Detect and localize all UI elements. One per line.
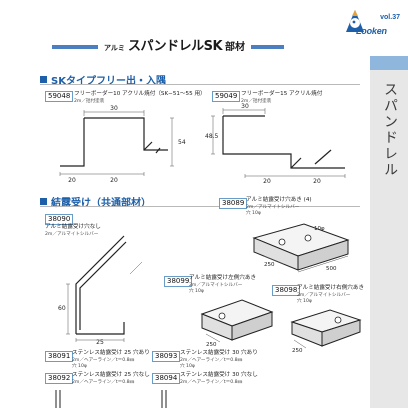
section-joint: 結露受け（共通部材） (40, 194, 151, 209)
part-name-38092: ステンレス結露受け 25 穴なし (72, 372, 150, 378)
part-note-38098: 穴 10φ (297, 299, 312, 304)
drawing-38098: 250 (290, 309, 362, 354)
part-spec-38098: 2m／アルマイトシルバー (297, 293, 351, 298)
dim-38098-pitch: 250 (292, 348, 303, 354)
part-code-59049[interactable]: 59049 (212, 91, 241, 102)
part-spec-59049: 2m／括付塗装 (241, 99, 272, 104)
dim-38099-pitch: 250 (206, 342, 217, 348)
part-code-38099[interactable]: 38099 (164, 276, 193, 287)
section-divider (40, 84, 360, 85)
part-name-59048: フリーボーダー10 アクリル焼付（SK−51〜55 用） (74, 91, 206, 97)
part-code-38094[interactable]: 38094 (152, 373, 181, 384)
part-spec-59048: 2m／括付塗装 (74, 99, 105, 104)
part-name-38094: ステンレス結露受け 30 穴なし (180, 372, 258, 378)
section-sk-type-title: SKタイプフリー出・入隅 (51, 76, 166, 87)
part-code-38092[interactable]: 38092 (45, 373, 74, 384)
side-tab-header (370, 56, 408, 70)
part-code-38093[interactable]: 38093 (152, 351, 181, 362)
part-code-38089[interactable]: 38089 (219, 198, 248, 209)
drawing-59048: 30 20 20 54 (59, 105, 186, 184)
page-title-bar: アルミ スパンドレルSK 部材 (52, 38, 284, 56)
part-spec-38091: 2m／ヘアーライン／t＝0.8㎜ (72, 358, 135, 363)
part-spec-38099: 2m／アルマイトシルバー (189, 283, 243, 288)
drawing-38099: 250 (200, 299, 274, 348)
section-bullet-icon (40, 198, 47, 205)
dim-38089-pitch: 250 (264, 262, 275, 268)
dim-59048-top: 30 (110, 105, 118, 112)
category-side-tab[interactable]: スパンドレル (370, 56, 408, 408)
section-joint-title: 結露受け（共通部材） (51, 198, 151, 209)
drawing-59049: 30 48.5 20 20 (205, 103, 346, 185)
part-note-38091: 穴 10φ (72, 364, 87, 369)
part-name-38089: アルミ結露受け穴あき (4) (246, 197, 312, 203)
dim-59049-bot2: 20 (313, 178, 321, 185)
part-name-59049: フリーボーダー15 アクリル焼付 (241, 91, 323, 97)
title-suffix: 部材 (225, 42, 246, 53)
part-name-38091: ステンレス結露受け 25 穴あり (72, 350, 150, 356)
dim-38089-hole: 10φ (314, 226, 325, 232)
part-code-38091[interactable]: 38091 (45, 351, 74, 362)
part-name-38099: アルミ結露受け左側穴あき (189, 275, 257, 281)
dim-59049-bot1: 20 (263, 178, 271, 185)
dim-59048-height: 54 (178, 139, 186, 146)
part-name-38098: アルミ結露受け右側穴あき (297, 285, 365, 291)
drawing-38090: 60 25 (58, 235, 143, 346)
dim-38090-width: 25 (96, 339, 104, 346)
part-note-38099: 穴 10φ (189, 289, 204, 294)
part-note-38089: 穴 10φ (246, 211, 261, 216)
part-spec-38089: 2m／アルマイトシルバー (246, 205, 300, 210)
title-main: スパンドレルSK (127, 39, 223, 54)
brand-mascot-icon (346, 10, 364, 32)
part-code-38098[interactable]: 38098 (272, 285, 301, 296)
drawing-stainless-profiles (55, 390, 167, 408)
section-divider (40, 206, 360, 207)
part-code-38090[interactable]: 38090 (45, 214, 74, 225)
dim-38089-length: 500 (326, 266, 337, 272)
part-spec-38090: 2m／アルマイトシルバー (45, 232, 99, 237)
part-spec-38094: 2m／ヘアーライン／t＝0.8㎜ (180, 380, 243, 385)
brand-block: vol.37 Looken (336, 4, 404, 38)
section-sk-type: SKタイプフリー出・入隅 (40, 72, 166, 87)
side-tab-label: スパンドレル (382, 82, 398, 178)
part-spec-38092: 2m／ヘアーライン／t＝0.8㎜ (72, 380, 135, 385)
dim-59048-bot1: 20 (68, 177, 76, 184)
dim-59049-top: 30 (241, 103, 249, 110)
part-spec-38093: 2m／ヘアーライン／t＝0.8㎜ (180, 358, 243, 363)
dim-59048-bot2: 20 (110, 177, 118, 184)
section-bullet-icon (40, 76, 47, 83)
part-code-59048[interactable]: 59048 (45, 91, 74, 102)
volume-label: vol.37 (380, 14, 400, 21)
page-title: アルミ スパンドレルSK 部材 (98, 38, 252, 56)
dim-59049-height: 48.5 (205, 133, 219, 140)
part-name-38093: ステンレス結露受け 30 穴あり (180, 350, 258, 356)
part-name-38090: アルミ結露受け穴なし (45, 224, 101, 230)
title-prefix: アルミ (104, 44, 125, 52)
drawing-38089: 500 250 10φ (252, 223, 350, 273)
dim-38090-height: 60 (58, 305, 66, 312)
brand-wordmark: Looken (356, 26, 387, 36)
part-note-38093: 穴 10φ (180, 364, 195, 369)
